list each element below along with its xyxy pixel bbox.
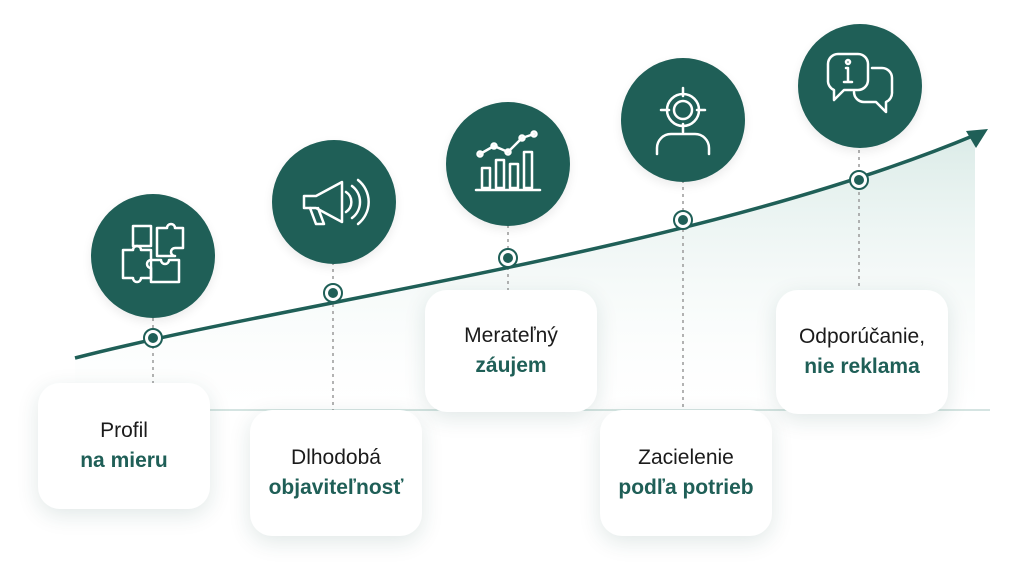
step-5-title: Odporúčanie,	[798, 325, 926, 348]
growth-area	[75, 135, 975, 410]
step-3-title: Merateľný	[464, 324, 558, 347]
step-5-card: Odporúčanie, nie reklama	[776, 290, 948, 414]
step-2-title: Dlhodobá	[291, 446, 381, 469]
step-4-card: Zacielenie podľa potrieb	[600, 410, 772, 536]
step-3-card: Merateľný záujem	[425, 290, 597, 412]
step-1-title: Profil	[100, 419, 148, 442]
step-2-card: Dlhodobá objaviteľnosť	[250, 410, 422, 536]
step-2-icon-circle	[272, 140, 396, 264]
step-1-card: Profil na mieru	[38, 383, 210, 509]
puzzle-icon	[121, 222, 185, 284]
arrow-head	[966, 129, 988, 148]
step-5-subtitle: nie reklama	[804, 355, 920, 378]
growth-arrow	[74, 133, 976, 360]
megaphone-icon	[302, 178, 370, 226]
milestone-dots	[143, 170, 869, 348]
chat-info-icon	[826, 52, 894, 114]
step-5-icon-circle	[798, 24, 922, 148]
step-3-subtitle: záujem	[475, 354, 547, 377]
step-1-subtitle: na mieru	[80, 449, 168, 472]
step-2-subtitle: objaviteľnosť	[268, 476, 404, 499]
step-4-icon-circle	[621, 58, 745, 182]
bar-chart-trend-icon	[474, 130, 542, 192]
target-person-icon	[655, 86, 711, 156]
step-1-icon-circle	[91, 194, 215, 318]
step-4-title: Zacielenie	[638, 446, 734, 469]
step-3-icon-circle	[446, 102, 570, 226]
step-4-subtitle: podľa potrieb	[618, 476, 754, 499]
